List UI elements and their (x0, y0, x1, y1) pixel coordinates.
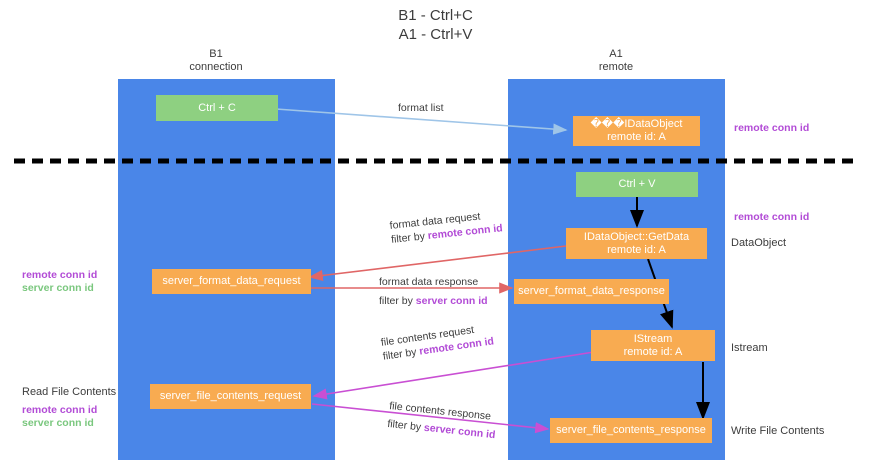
box-server-format-data-request[interactable]: server_format_data_request (152, 269, 311, 294)
left-annotation-bottom-server: server conn id (22, 417, 94, 429)
column-header-a1-role: remote (598, 61, 634, 73)
label-file-contents-request-filter-prefix: filter by (382, 345, 421, 363)
box-server-format-data-request-label: server_format_data_request (162, 275, 301, 287)
column-header-b1-name: B1 (209, 48, 223, 60)
box-istream-line1: IStream (633, 332, 673, 345)
label-file-contents-response-filter-key: server conn id (423, 421, 496, 442)
title-line-1: B1 - Ctrl+C (398, 7, 473, 24)
right-annotation-remote-conn-id-1: remote conn id (734, 122, 809, 135)
label-format-list-text: format list (398, 102, 444, 114)
box-getdata-line2: remote id: A (607, 243, 666, 256)
right-annotation-write-file-contents: Write File Contents (731, 424, 824, 438)
label-format-data-request-filter-prefix: filter by (390, 230, 429, 246)
left-annotation-bottom-remote: remote conn id (22, 404, 98, 416)
left-annotation-bottom: remote conn id server conn id (22, 404, 97, 430)
left-annotation-middle: remote conn id server conn id (22, 269, 97, 295)
label-file-contents-request: file contents request filter by remote c… (380, 320, 495, 363)
left-annotation-middle-server: server conn id (22, 282, 94, 294)
left-annotation-read-file-contents: Read File Contents (22, 385, 116, 399)
box-getdata-line1: IDataObject::GetData (583, 230, 690, 243)
column-header-a1: A1 remote (556, 48, 676, 74)
label-format-data-response-text: format data response (379, 276, 479, 288)
label-format-data-response: format data response filter by server co… (379, 275, 488, 308)
right-annotation-istream: Istream (731, 341, 768, 355)
label-file-contents-response-filter-prefix: filter by (386, 417, 425, 434)
box-server-file-contents-response-label: server_file_contents_response (556, 424, 706, 436)
column-header-b1-role: connection (189, 61, 243, 73)
label-format-data-request: format data request filter by remote con… (389, 207, 503, 247)
box-istream[interactable]: IStream remote id: A (591, 330, 715, 361)
right-annotation-write-file-contents-text: Write File Contents (731, 425, 825, 437)
box-server-file-contents-response[interactable]: server_file_contents_response (550, 418, 712, 443)
label-format-data-response-filter-key: server conn id (415, 295, 488, 307)
right-annotation-istream-text: Istream (731, 342, 768, 354)
box-idataobject[interactable]: ���IDataObject remote id: A (573, 116, 700, 146)
right-annotation-remote-conn-id-2: remote conn id (734, 211, 809, 224)
box-server-file-contents-request[interactable]: server_file_contents_request (150, 384, 311, 409)
right-annotation-remote-conn-id-2-text: remote conn id (734, 211, 810, 223)
box-server-file-contents-request-label: server_file_contents_request (159, 390, 302, 402)
left-annotation-middle-remote: remote conn id (22, 269, 98, 281)
box-istream-line2: remote id: A (623, 345, 683, 358)
right-annotation-remote-conn-id-1-text: remote conn id (734, 122, 810, 134)
page-title: B1 - Ctrl+C A1 - Ctrl+V (0, 6, 871, 44)
box-ctrl-v[interactable]: Ctrl + V (576, 172, 698, 197)
box-ctrl-c-label: Ctrl + C (198, 101, 236, 114)
column-header-a1-name: A1 (609, 48, 623, 60)
box-ctrl-v-label: Ctrl + V (618, 178, 656, 190)
box-server-format-data-response-label: server_format_data_response (518, 285, 665, 297)
left-annotation-read-file-contents-text: Read File Contents (22, 386, 117, 398)
label-format-data-response-filter-prefix: filter by (379, 295, 416, 307)
title-line-2: A1 - Ctrl+V (398, 26, 473, 43)
box-idataobject-line1: ���IDataObject (590, 118, 683, 130)
box-ctrl-c[interactable]: Ctrl + C (156, 95, 278, 121)
box-getdata[interactable]: IDataObject::GetData remote id: A (566, 228, 707, 259)
label-file-contents-response: file contents response filter by server … (387, 399, 498, 442)
box-server-format-data-response[interactable]: server_format_data_response (514, 279, 669, 304)
right-annotation-dataobject: DataObject (731, 236, 786, 250)
right-annotation-dataobject-text: DataObject (731, 237, 787, 249)
label-format-data-response-filter: filter by server conn id (379, 294, 488, 308)
label-format-list: format list (398, 101, 444, 115)
box-idataobject-line2: remote id: A (607, 131, 666, 143)
column-header-b1: B1 connection (156, 48, 276, 74)
